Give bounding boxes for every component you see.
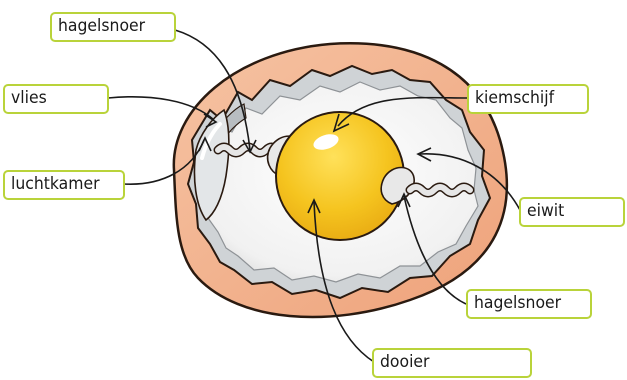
label-kiemschijf-text: kiemschijf — [475, 90, 554, 107]
label-luchtkamer: luchtkamer — [3, 170, 125, 200]
label-hagelsnoer-top: hagelsnoer — [50, 12, 176, 42]
label-dooier: dooier — [372, 348, 532, 378]
label-hagelsnoer-bottom-text: hagelsnoer — [474, 295, 561, 312]
label-vlies: vlies — [3, 84, 109, 114]
label-eiwit: eiwit — [519, 197, 625, 227]
label-vlies-text: vlies — [11, 90, 47, 107]
label-dooier-text: dooier — [380, 354, 429, 371]
label-eiwit-text: eiwit — [527, 203, 564, 220]
label-kiemschijf: kiemschijf — [467, 84, 589, 114]
label-luchtkamer-text: luchtkamer — [11, 176, 100, 193]
label-hagelsnoer-top-text: hagelsnoer — [58, 18, 145, 35]
label-hagelsnoer-bottom: hagelsnoer — [466, 289, 592, 319]
